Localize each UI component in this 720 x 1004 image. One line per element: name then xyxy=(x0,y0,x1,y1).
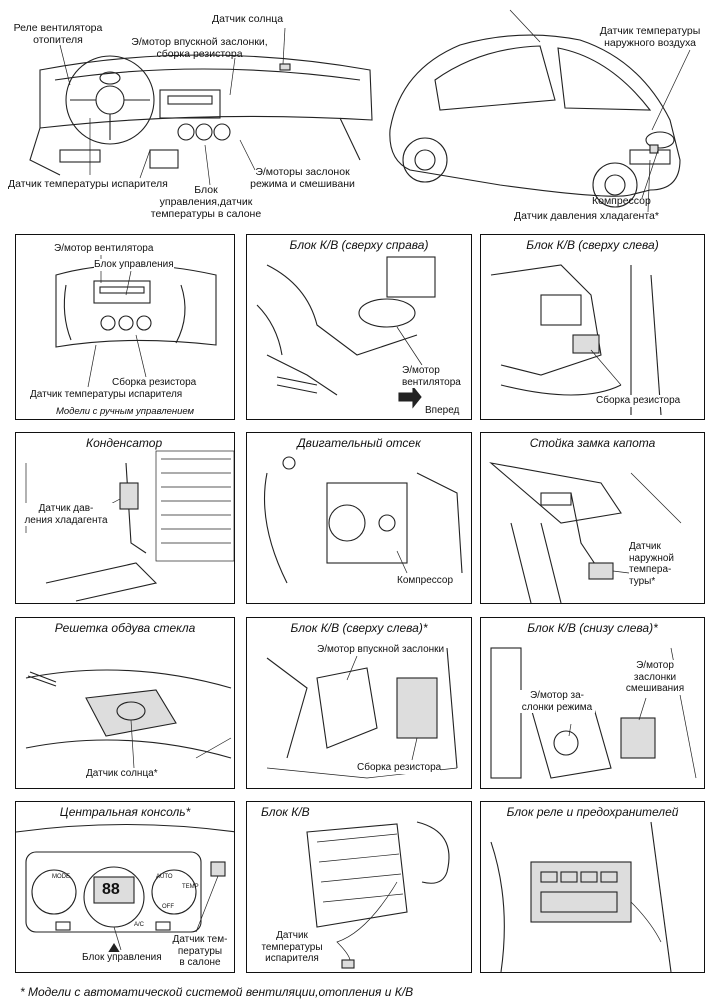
p3-drawing xyxy=(490,264,662,416)
p7-drawing xyxy=(25,669,232,769)
p7-title: Решетка обдува стекла xyxy=(54,621,196,635)
p7-label-datchik: Датчик солнца* xyxy=(86,768,158,780)
p9-title: Блок К/В (снизу слева)* xyxy=(527,621,658,635)
p12-drawing xyxy=(490,821,672,972)
p3-label-rezistor: Сборка резистора xyxy=(596,395,681,407)
p8-label-motor: Э/мотор впускной заслонки xyxy=(317,644,445,656)
p3-title: Блок К/В (сверху слева) xyxy=(526,238,659,252)
panel-manual-drawing xyxy=(55,253,217,388)
footnote: * Модели с автоматической системой венти… xyxy=(20,985,414,999)
p11-label-datchik: Датчик температуры испарителя xyxy=(251,930,333,965)
p6-label-datchik: Датчик наружной темпера- туры* xyxy=(629,541,675,587)
p10-title: Центральная консоль* xyxy=(59,805,191,819)
label-datchik-solntsa: Датчик солнца xyxy=(212,13,284,25)
panel-manual-controls: Э/мотор вентилятора Блок управления Сбор… xyxy=(15,234,235,420)
p10-label-datchik: Датчик тем- пературы в салоне xyxy=(166,934,234,969)
panel-ac-top-left-auto: Блок К/В (сверху слева)* Э/мотор впускно… xyxy=(246,617,472,789)
car-drawing xyxy=(389,9,691,213)
p8-label-rezistor: Сборка резистора xyxy=(357,762,442,774)
p5-drawing xyxy=(263,456,463,584)
top-dashboard-illustration: Реле вентилятора отопителя Датчик солнца… xyxy=(0,0,380,225)
label-motor-vpusk: Э/мотор впускной заслонки, сборка резист… xyxy=(131,36,268,60)
p12-title: Блок реле и предохранителей xyxy=(506,805,679,819)
p2-title: Блок К/В (сверху справа) xyxy=(289,238,429,252)
p10-drawing xyxy=(16,823,234,953)
p9-label-rezhim: Э/мотор за- слонки режима xyxy=(519,690,595,713)
p11-title: Блок К/В xyxy=(261,805,310,819)
label-motory-zaslonok: Э/моторы заслонок режима и смешивани xyxy=(250,166,355,190)
top-car-illustration: Датчик температуры наружного воздуха Ком… xyxy=(380,0,720,228)
label-blok-upravleniya: Блок управления,датчик температуры в сал… xyxy=(150,184,262,220)
label-rele-ventilyatora: Реле вентилятора отопителя xyxy=(13,22,103,46)
p10-label-blok: Блок управления xyxy=(82,952,162,964)
p10-temp: TEMP xyxy=(182,884,199,890)
p4-label-datchik: Датчик дав- ления хладагента xyxy=(18,503,114,526)
panel-defroster-grille: Решетка обдува стекла Датчик солнца* xyxy=(15,617,235,789)
panel-ac-bottom-left: Блок К/В (снизу слева)* Э/мотор заслонки… xyxy=(480,617,705,789)
panel-condenser: Конденсатор Датчик дав- ления хладагента xyxy=(15,432,235,604)
p11-drawing xyxy=(306,821,450,969)
label-datchik-davleniya: Датчик давления хладагента* xyxy=(514,210,659,222)
p2-label-vpered: Вперед xyxy=(425,405,460,416)
p1-label-motor: Э/мотор вентилятора xyxy=(54,243,154,255)
p8-drawing xyxy=(266,647,458,779)
panel-engine-bay: Двигательный отсек Компрессор xyxy=(246,432,472,604)
label-datchik-naruzh: Датчик температуры наружного воздуха xyxy=(599,25,701,49)
p9-label-smesh: Э/мотор заслонки смешивания xyxy=(616,660,694,695)
p6-title: Стойка замка капота xyxy=(529,436,656,450)
p10-auto: AUTO xyxy=(156,874,173,880)
p5-title: Двигательный отсек xyxy=(297,436,421,450)
p1-label-isparitel: Датчик температуры испарителя xyxy=(30,389,183,401)
panel-ac-top-left: Блок К/В (сверху слева) Сборка резистора xyxy=(480,234,705,420)
label-kompressor: Компрессор xyxy=(592,195,651,207)
p1-label-blok: Блок управления xyxy=(94,259,174,271)
p5-label-kompressor: Компрессор xyxy=(397,575,454,587)
p2-drawing xyxy=(256,256,436,409)
p4-title: Конденсатор xyxy=(86,436,163,450)
p10-off: OFF xyxy=(162,904,174,910)
panel-fuse-relay-box: Блок реле и предохранителей xyxy=(480,801,705,973)
p2-label-motor: Э/мотор вентилятора xyxy=(402,365,461,388)
dashboard-drawing xyxy=(29,27,373,186)
label-datchik-isparitelya: Датчик температуры испарителя xyxy=(8,178,168,190)
p10-mode: MODE xyxy=(52,874,70,880)
p1-label-rezistor: Сборка резистора xyxy=(112,377,197,389)
panel-ac-unit: Блок К/В Датчик температуры испарителя xyxy=(246,801,472,973)
panel-center-console: Центральная консоль* MODE AUTO TEMP OFF … xyxy=(15,801,235,973)
p1-caption: Модели с ручным управлением xyxy=(16,406,234,418)
p4-drawing xyxy=(25,450,234,602)
p8-title: Блок К/В (сверху слева)* xyxy=(290,621,428,635)
p10-ac: A/C xyxy=(134,922,145,928)
p10-display: 88 xyxy=(102,881,120,898)
p6-drawing xyxy=(489,462,682,603)
panel-hood-latch: Стойка замка капота Датчик наружной темп… xyxy=(480,432,705,604)
panel-ac-top-right: Блок К/В (сверху справа) Э/мотор вентиля… xyxy=(246,234,472,420)
